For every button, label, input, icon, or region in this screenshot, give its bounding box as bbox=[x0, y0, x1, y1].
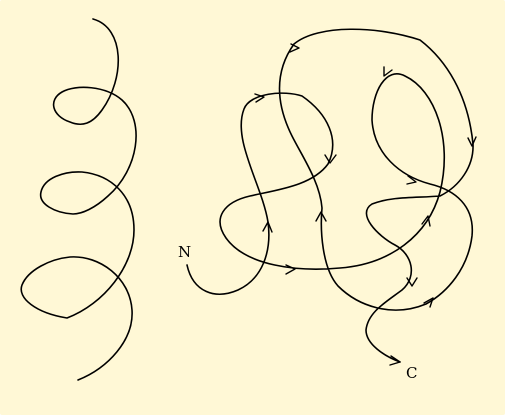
arrowhead-6 bbox=[383, 66, 393, 77]
arrowhead-9 bbox=[315, 211, 327, 222]
direction-arrows bbox=[254, 43, 477, 366]
arrowhead-10 bbox=[289, 43, 300, 53]
arrowhead-5 bbox=[421, 215, 431, 227]
arrowhead-4 bbox=[285, 264, 296, 275]
c-terminus-label: C bbox=[406, 364, 417, 382]
arrowhead-3 bbox=[324, 154, 337, 164]
arrowhead-2 bbox=[254, 93, 265, 103]
arrowhead-13 bbox=[389, 355, 401, 366]
tangled-loop-path bbox=[186, 28, 474, 363]
arrowhead-12 bbox=[406, 277, 418, 287]
n-terminus-label: N bbox=[178, 243, 191, 261]
arrowhead-11 bbox=[467, 136, 477, 147]
arrowhead-1 bbox=[262, 221, 273, 233]
arrowhead-7 bbox=[406, 175, 417, 185]
helix-coil bbox=[20, 18, 137, 381]
arrowhead-8 bbox=[423, 297, 434, 308]
